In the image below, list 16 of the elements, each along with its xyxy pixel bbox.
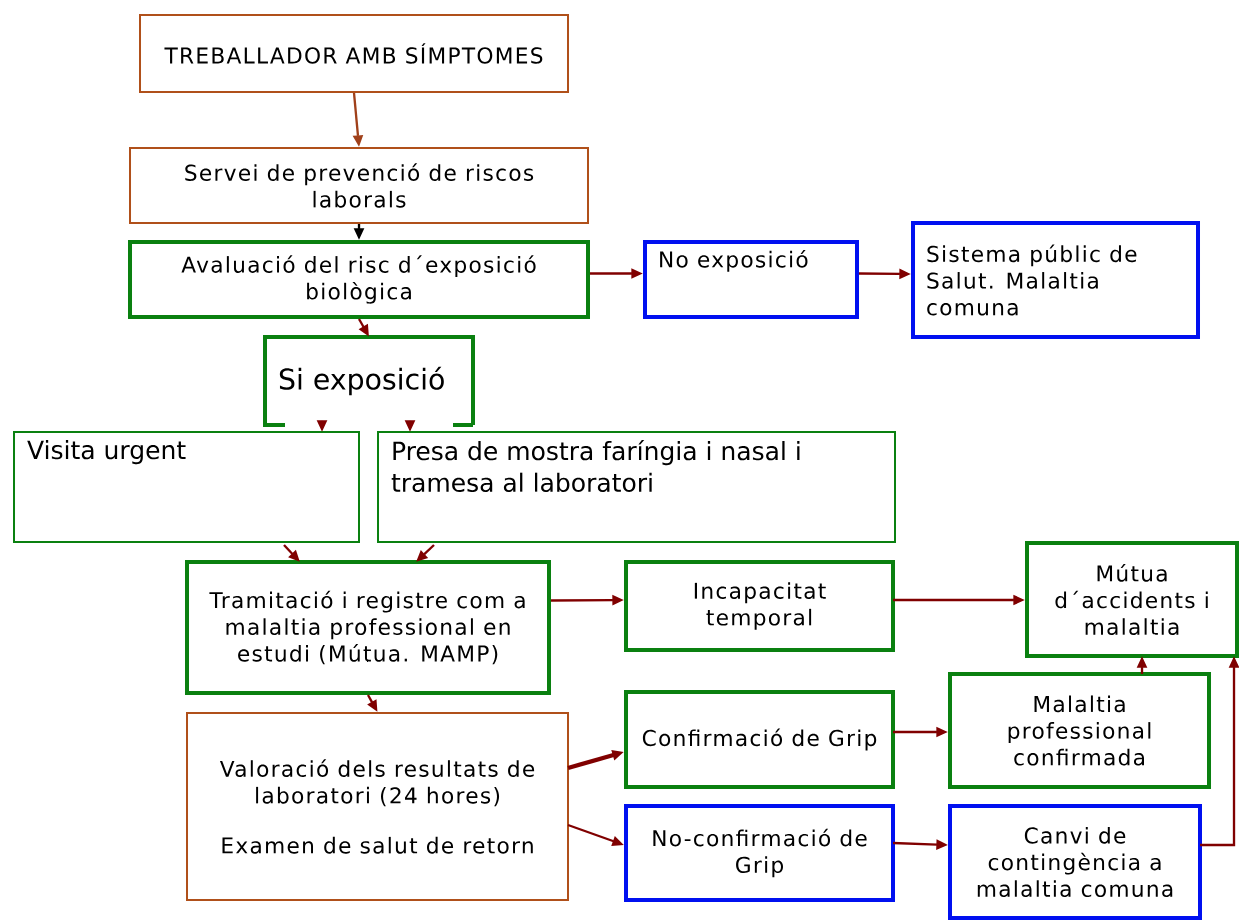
process-box: Servei de prevenció de riscos laborals xyxy=(129,147,589,224)
process-box: No-confirmació de Grip xyxy=(624,804,895,902)
process-box: Canvi de contingència a malaltia comuna xyxy=(948,804,1202,920)
process-box: TREBALLADOR AMB SÍMPTOMES xyxy=(139,14,569,93)
process-box: Presa de mostra faríngia i nasal i tramesa al laboratori xyxy=(377,431,896,543)
process-box: Confirmació de Grip xyxy=(624,690,895,789)
process-box: Mútua d´accidents i malaltia xyxy=(1025,541,1239,658)
process-box: Incapacitat temporal xyxy=(624,560,895,652)
bracket-box: Si exposició xyxy=(263,335,475,427)
process-box: Sistema públic de Salut. Malaltia comuna xyxy=(911,221,1200,339)
process-box: Malaltia professional confirmada xyxy=(948,672,1211,789)
process-box: Avaluació del risc d´exposició biològica xyxy=(128,240,590,319)
process-box: No exposició xyxy=(643,240,859,319)
process-box: Visita urgent xyxy=(13,431,360,543)
process-box: Valoració dels resultats de laboratori (24 hores) Examen de salut de retorn xyxy=(186,712,569,901)
process-box: Tramitació i registre com a malaltia professional en estudi (Mútua. MAMP) xyxy=(185,560,551,695)
